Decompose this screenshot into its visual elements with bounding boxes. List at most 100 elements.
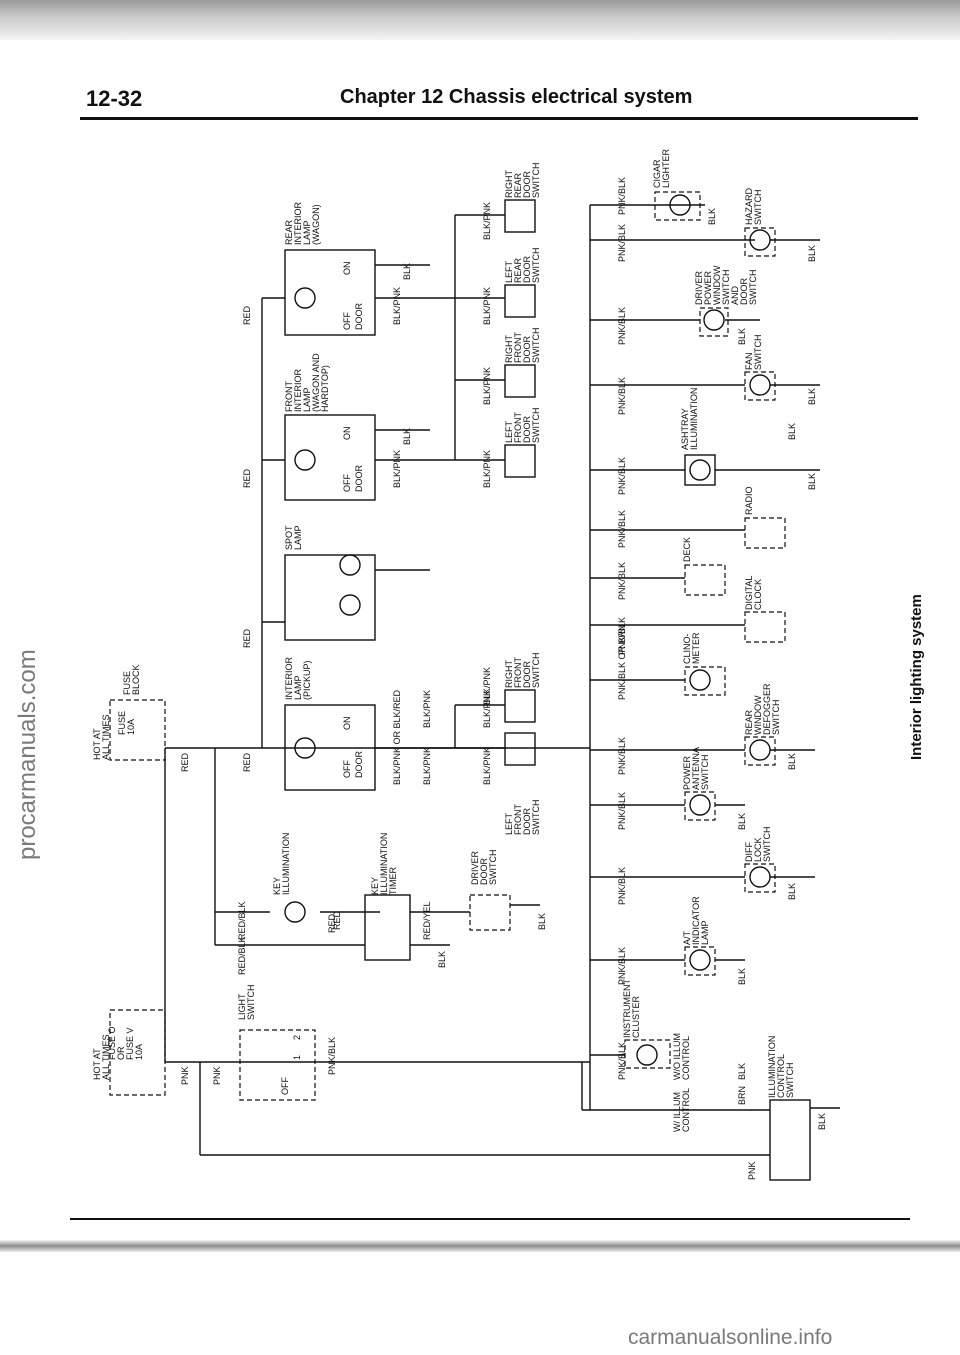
header-rule [80,117,918,120]
label-line: LAMP [302,220,312,245]
label-line: DIFF [744,842,754,862]
label-line: DECK [682,537,692,562]
label-line: ILLUMINATION [689,388,699,450]
label-line: LEFT [504,812,514,835]
label-line: SPOT [284,525,294,550]
label-line: W/ ILLUM [672,1092,682,1132]
wire-color-label: BLK/PNK [482,667,492,705]
label-line: RIGHT [504,660,514,689]
label-line: RADIO [744,486,754,515]
label-line: LAMP [700,920,710,945]
label-line: LIGHTER [661,148,671,188]
label-line: METER [691,632,701,664]
label-line: WINDOW [712,265,722,305]
switch-position-label: OFF [280,1077,290,1095]
label-line: DOOR [522,415,532,443]
label-line: FRONT [513,332,523,363]
label-line: ALL TIMES [101,1034,111,1080]
wire-color-label: PNK/BLK [617,224,627,262]
switch-position-label: 2 [292,1035,302,1040]
wire-color-label: BLK/PNK OR BLK/RED [392,689,402,785]
wire-color-label: PNK [180,1066,190,1085]
label-line: SWITCH [531,328,541,364]
page-number: 12-32 [86,86,143,111]
label-line: INSTRUMENT [622,979,632,1038]
wire-color-label: RED [327,913,337,933]
label-line: RIGHT [504,170,514,199]
wires [109,191,840,1181]
label-line: WINDOW [753,695,763,735]
wire-color-label: RED [242,305,252,325]
wire-color-label: PNK/BLK [617,792,627,830]
switch-position-label: DOOR [354,302,364,330]
footer-rule [70,1218,910,1220]
label-line: (WAGON) [311,204,321,245]
label-line: REAR [513,257,523,283]
wire-color-label: PNK/BLK [617,307,627,345]
label-line: DIGITAL [744,576,754,610]
label-line: ASHTRAY [680,408,690,450]
wire-color-label: BLK [402,428,412,445]
label-line: LAMP [293,525,303,550]
scan-edge-bottom [0,1240,960,1252]
wire-color-label: BLK [787,883,797,900]
label-line: LOCK [753,837,763,862]
label-line: FUSE [117,711,127,735]
label-line: ALL TIMES [101,714,111,760]
wire-color-label: PNK/BLK OR BRN [617,624,627,700]
label-line: FUSE V [125,1027,135,1060]
label-line: W/O ILLUM [672,1033,682,1080]
label-radio: RADIO [744,486,754,515]
wire-color-label: BLK/PNK [482,747,492,785]
wire-color-label: RED [242,628,252,648]
wire-color-label: BLK [437,951,447,968]
switch-position-label: OFF [342,760,352,778]
label-line: REAR [744,709,754,735]
label-line: DOOR [522,660,532,688]
label-line: SWITCH [531,248,541,284]
label-line: DOOR [739,277,749,305]
label-line: SWITCH [753,335,763,371]
label-line: (WAGON AND [311,353,321,412]
label-line: SWITCH [753,190,763,226]
label-line: KEY [272,877,282,895]
wire-color-label: BLK [807,473,817,490]
wire-color-label: BLK/PNK [422,690,432,728]
wire-color-label: BLK [737,1063,747,1080]
label-line: SWITCH [748,270,758,306]
label-line: CLUSTER [631,995,641,1038]
label-line: SWITCH [721,270,731,306]
wire-color-label: PNK/BLK [617,562,627,600]
wire-color-label: PNK [212,1066,222,1085]
label-deck: DECK [682,537,692,562]
wire-color-label: RED [242,468,252,488]
chapter-title: Chapter 12 Chassis electrical system [340,86,693,108]
label-line: HOT AT [92,1048,102,1080]
label-line: LEFT [504,420,514,443]
wire-color-label: BLK [807,388,817,405]
label-line: TIMER [388,867,398,895]
label-line: DOOR [522,170,532,198]
wire-color-label: PNK/BLK [617,867,627,905]
label-line: LEFT [504,260,514,283]
wire-color-label: BRN [737,1086,747,1105]
label-line: 10A [126,719,136,735]
label-line: DRIVER [470,850,480,885]
wire-color-label: BLK [402,263,412,280]
label-line: POWER [682,755,692,790]
wire-color-label: BLK [537,913,547,930]
label-line: SWITCH [531,653,541,689]
switch-position-label: ON [342,427,352,441]
